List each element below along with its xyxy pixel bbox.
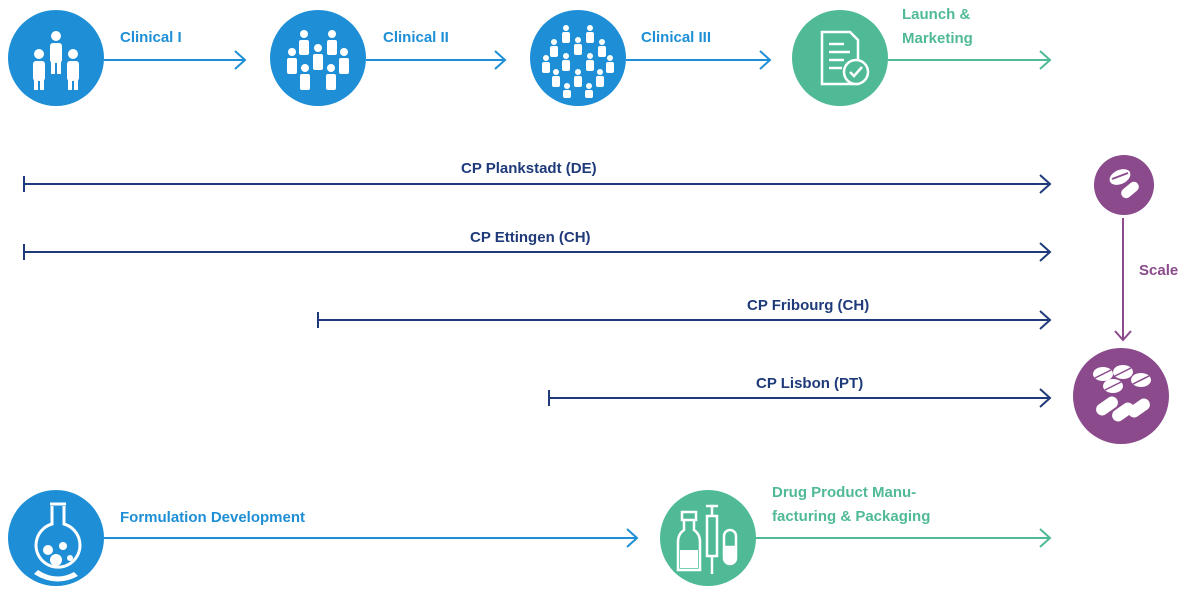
site-label-fribourg: CP Fribourg (CH): [747, 297, 870, 314]
site-label-lisbon: CP Lisbon (PT): [756, 375, 864, 392]
arrowhead-clinical-3: [759, 50, 772, 70]
vials-syringe-icon: [660, 490, 756, 586]
site-label-ettingen: CP Ettingen (CH): [470, 229, 591, 246]
scale-label: Scale: [1139, 262, 1179, 279]
people-small-group-icon: [8, 10, 104, 106]
document-check-icon: [792, 10, 888, 106]
site-label-plankstadt: CP Plankstadt (DE): [461, 160, 597, 177]
formulation-label: Formulation Development: [120, 509, 306, 526]
phase-label-launch-line1: Launch &: [902, 6, 971, 23]
arrowhead-clinical-2: [494, 50, 507, 70]
drug-product-label-line2: facturing & Packaging: [772, 508, 931, 525]
phase-label-launch-line2: Marketing: [902, 30, 973, 47]
arrowhead-launch: [1039, 50, 1052, 70]
phase-label-clinical-3: Clinical III: [641, 29, 712, 46]
drug-product-label-line1: Drug Product Manu-: [772, 484, 917, 501]
phase-label-clinical-1: Clinical I: [120, 29, 182, 46]
phase-label-clinical-2: Clinical II: [383, 29, 449, 46]
flask-icon: [8, 490, 104, 586]
people-large-group-icon: [530, 10, 626, 106]
people-medium-group-icon: [270, 10, 366, 106]
arrowhead-clinical-1: [234, 50, 247, 70]
single-pill-icon: [1094, 155, 1154, 215]
many-pills-icon: [1073, 348, 1169, 444]
